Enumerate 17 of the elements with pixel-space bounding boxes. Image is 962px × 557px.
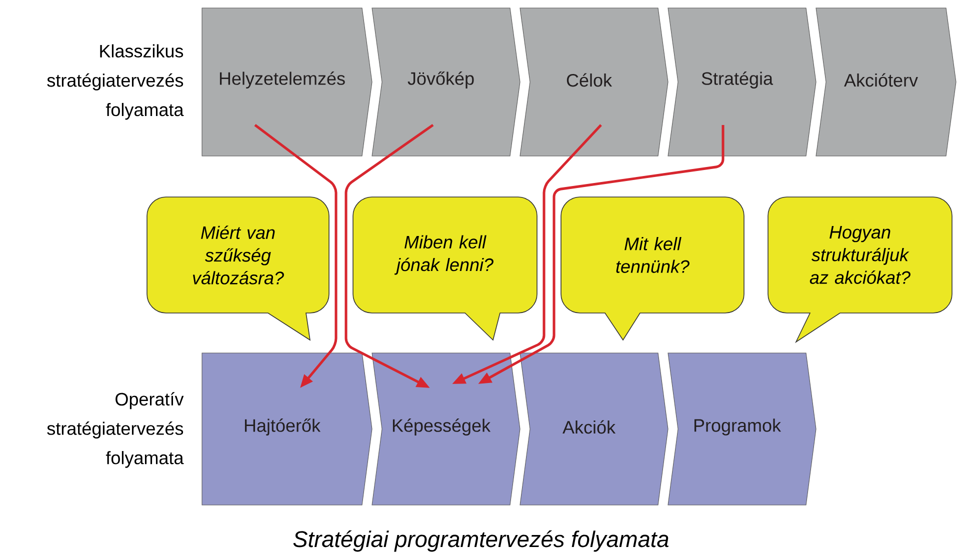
chevron-box: Képességek <box>372 352 520 506</box>
chevron-box: Jövőkép <box>372 8 520 156</box>
row-label: Klasszikus stratégiatervezés folyamata <box>47 44 184 120</box>
speech-bubble: Mit kell tennünk? <box>560 196 744 340</box>
chevron-box: Helyzetelemzés <box>202 8 372 156</box>
chevron-box: Hajtóerők <box>202 352 372 506</box>
speech-bubble: Miben kell jónak lenni? <box>352 196 538 340</box>
row-label: Operatív stratégiatervezés folyamata <box>47 392 184 468</box>
speech-bubble: Miért van szűkség változásra? <box>146 196 330 340</box>
chevron-box: Stratégia <box>668 8 816 156</box>
arrow <box>344 124 434 388</box>
chevron-box: Akciók <box>520 352 668 506</box>
speech-bubble: Hogyan strukturáljuk az akciókat? <box>768 196 952 342</box>
chevron-box: Programok <box>668 352 816 506</box>
chevron-box: Akcióterv <box>816 8 956 156</box>
caption: Stratégiai programtervezés folyamata <box>293 530 669 552</box>
chevron-box: Célok <box>520 8 668 156</box>
